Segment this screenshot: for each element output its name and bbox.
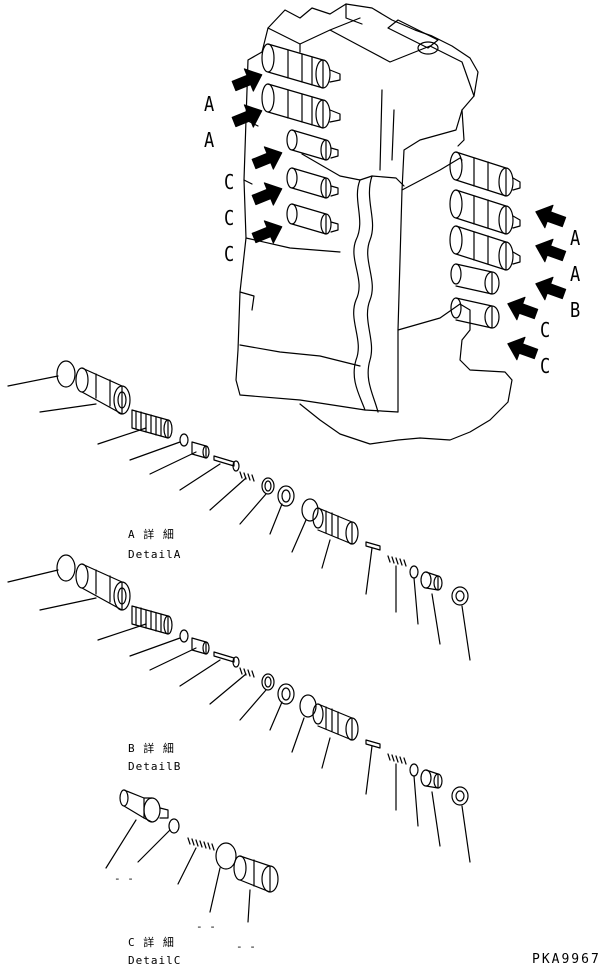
spring-sleeve [131,409,173,439]
pin [365,541,381,551]
washer [179,433,189,447]
arrow-icon [251,220,283,244]
small-spring [387,555,407,567]
callout-label: C [224,170,235,194]
dash-mark: - - [236,940,256,953]
callout-label: C [224,206,235,230]
spring-sleeve [131,605,173,635]
detail-b-jp: B 詳 細 [128,742,175,755]
callout-label: A [570,226,581,250]
arrow-icon [507,336,539,361]
seal [277,485,295,507]
arrow-icon [231,68,263,92]
c-plug [233,855,279,893]
detail-a-jp: A 詳 細 [128,528,175,541]
arrow-icon [251,182,283,206]
detail-a-en: DetailA [128,548,182,561]
detail-b-en: DetailB [128,760,182,773]
washer [409,763,419,777]
pin [213,455,240,472]
detail-b-parts [7,554,471,863]
plug [451,786,469,806]
detail-a-parts [7,360,471,661]
callout-label: C [224,242,235,266]
piston [191,637,210,655]
detail-c-en: DetailC [128,954,182,967]
dash-mark: - - [196,920,216,933]
callout-label: B [570,298,581,322]
o-ring [56,554,76,582]
small-spring [239,667,255,678]
pin [365,739,381,749]
callout-label: C [540,318,551,342]
callout-label: C [540,354,551,378]
pin [213,651,240,668]
valve-body [235,3,513,445]
small-spring [187,837,215,851]
arrow-icon [535,204,567,229]
c-cap [119,789,169,823]
arrow-icon [231,104,263,128]
cap-body [75,367,131,415]
callout-label: A [570,262,581,286]
o-ring [299,694,317,718]
left-spool-caps [261,43,341,235]
nut [420,769,443,789]
o-ring [215,842,237,870]
callout-label: A [204,128,215,152]
seal [277,683,295,705]
arrow-icon [507,296,539,321]
small-spring [239,471,255,482]
washer [168,818,180,834]
nut [420,571,443,591]
detail-c-jp: C 詳 細 [128,936,175,949]
cap-body [75,563,131,611]
arrow-icon [535,276,567,301]
plug [451,586,469,606]
second-cap [312,703,359,741]
drawing-code: PKA9967 [532,952,601,967]
ring [261,673,275,691]
washer [409,565,419,579]
arrow-icon [251,146,283,170]
washer [179,629,189,643]
o-ring [56,360,76,388]
callout-arrows [231,68,567,361]
detail-c-parts [105,789,279,923]
small-spring [387,753,407,765]
second-cap [312,507,359,545]
ring [261,477,275,495]
piston [191,441,210,459]
right-spool-caps [449,151,521,329]
o-ring [301,498,319,522]
arrow-icon [535,238,567,263]
dash-mark: - - [114,872,134,885]
callout-label: A [204,92,215,116]
